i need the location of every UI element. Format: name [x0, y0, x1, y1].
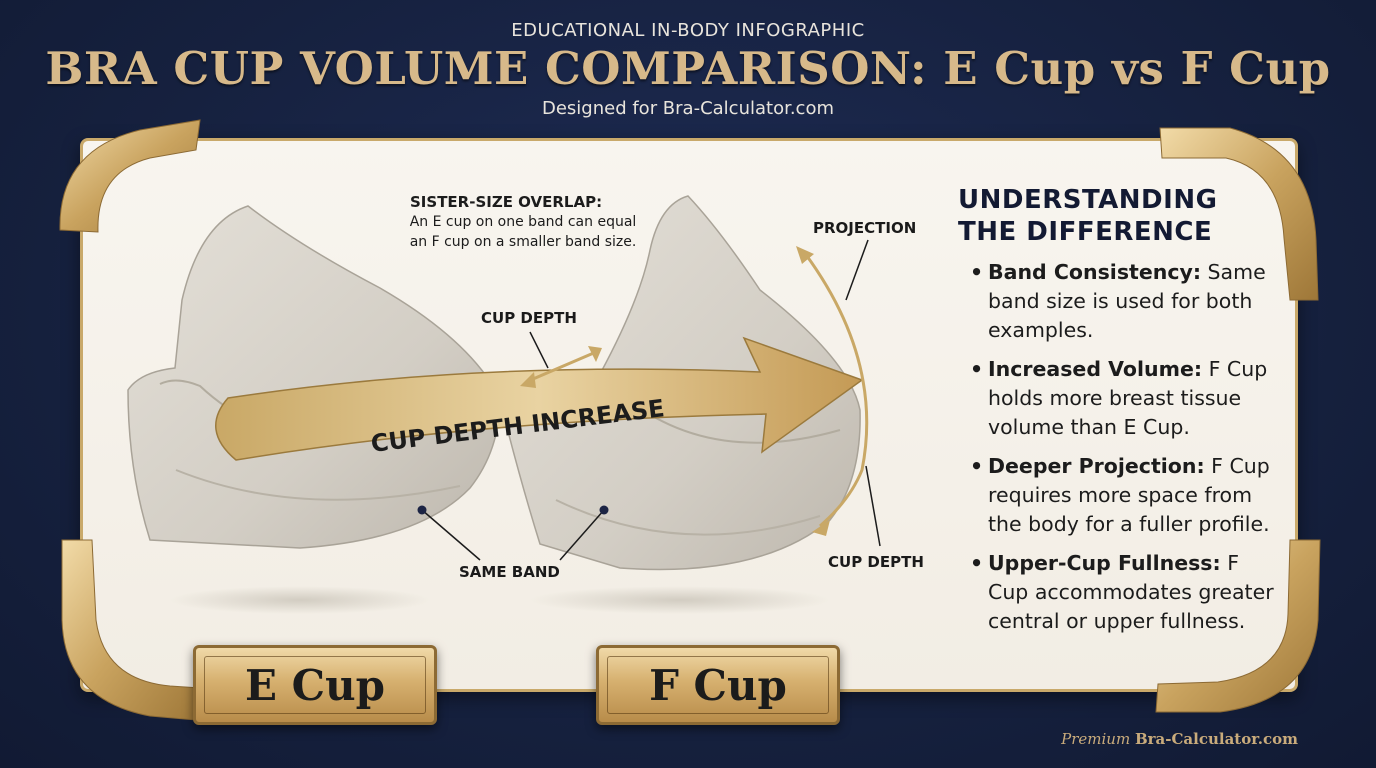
list-item: Upper-Cup Fullness: F Cup accommodates g…: [968, 549, 1278, 636]
list-item-term: Increased Volume:: [988, 357, 1203, 381]
footer-brand-name: Bra-Calculator.com: [1134, 730, 1298, 748]
list-item-text: F Cup accommodates greater central or up…: [988, 551, 1274, 633]
subtitle: Designed for Bra-Calculator.com: [541, 98, 835, 119]
f-cup-plaque: F Cup: [596, 645, 840, 725]
eyebrow-text: EDUCATIONAL IN-BODY INFOGRAPHIC: [511, 20, 865, 41]
list-item-term: Deeper Projection:: [988, 454, 1205, 478]
page-title: BRA CUP VOLUME COMPARISON: E Cup vs F Cu…: [45, 42, 1331, 95]
sister-size-title: SISTER-SIZE OVERLAP:: [410, 193, 603, 211]
difference-list: Band Consistency: Same band size is used…: [968, 258, 1278, 646]
sidebar-title-line-1: UNDERSTANDING: [958, 185, 1218, 215]
sister-size-line-2: an F cup on a smaller band size.: [409, 234, 637, 250]
list-item: Band Consistency: Same band size is used…: [968, 258, 1278, 345]
list-item-term: Upper-Cup Fullness:: [988, 551, 1221, 575]
list-item-text: F Cup requires more space from the body …: [988, 454, 1270, 536]
same-band-label: SAME BAND: [459, 563, 560, 581]
cup-depth-label-top: CUP DEPTH: [481, 309, 577, 327]
projection-label: PROJECTION: [813, 219, 917, 237]
footer-brand: Premium Bra-Calculator.com: [1061, 730, 1298, 748]
list-item-text: Same band size is used for both examples…: [988, 260, 1266, 342]
list-item-text: F Cup holds more breast tissue volume th…: [988, 357, 1268, 439]
cup-depth-label-right: CUP DEPTH: [828, 553, 924, 571]
footer-prefix: Premium: [1061, 730, 1131, 748]
sidebar-title: UNDERSTANDING THE DIFFERENCE: [958, 184, 1258, 248]
e-cup-plaque: E Cup: [193, 645, 437, 725]
sister-size-line-1: An E cup on one band can equal: [409, 214, 637, 230]
list-item-term: Band Consistency:: [988, 260, 1202, 284]
sidebar-title-line-2: THE DIFFERENCE: [958, 217, 1213, 247]
list-item: Increased Volume: F Cup holds more breas…: [968, 355, 1278, 442]
list-item: Deeper Projection: F Cup requires more s…: [968, 452, 1278, 539]
